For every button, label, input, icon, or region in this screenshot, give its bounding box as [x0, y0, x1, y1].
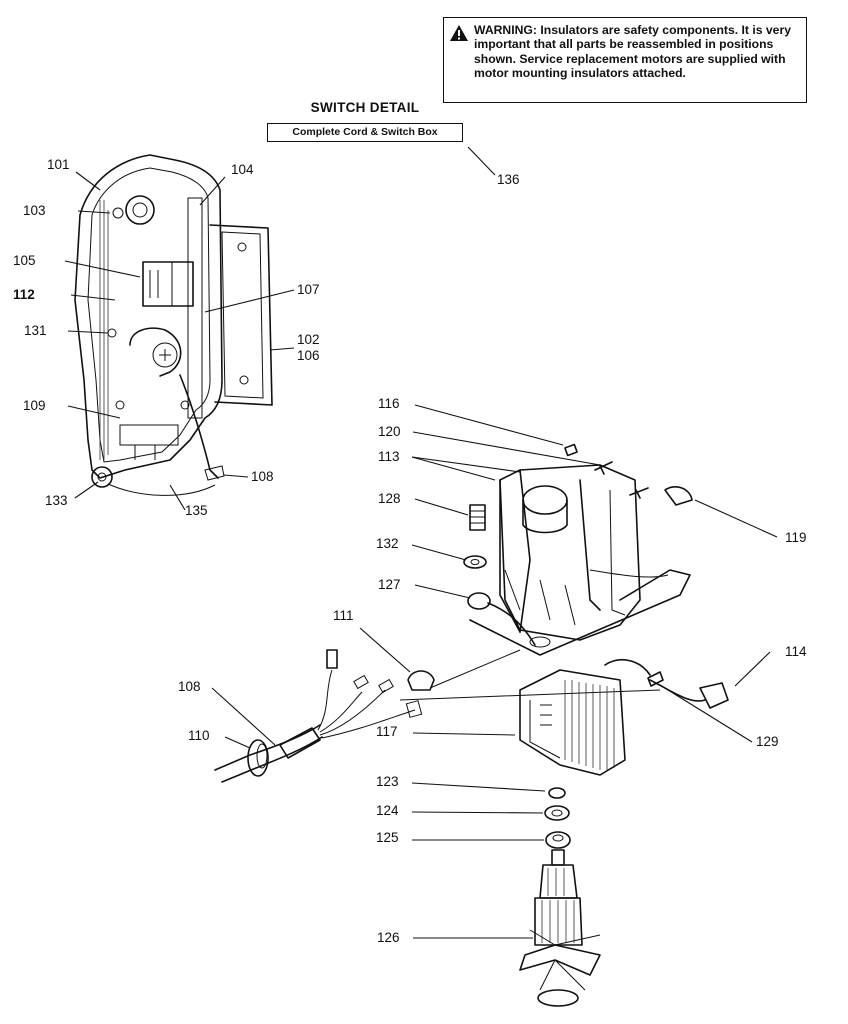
callout-124: 124	[376, 803, 399, 818]
callout-123: 123	[376, 774, 399, 789]
callout-120: 120	[378, 424, 401, 439]
warning-triangle-icon	[450, 25, 468, 41]
callout-109: 109	[23, 398, 46, 413]
callout-106: 106	[297, 348, 320, 363]
callout-113: 113	[378, 449, 400, 464]
callout-131: 131	[24, 323, 47, 338]
callout-133: 133	[45, 493, 68, 508]
callout-132: 132	[376, 536, 399, 551]
power-cord	[214, 649, 661, 783]
callout-119: 119	[785, 530, 807, 545]
callout-111: 111	[333, 608, 354, 623]
callout-105: 105	[13, 253, 36, 268]
cord-switch-box-label: Complete Cord & Switch Box	[267, 123, 463, 142]
warning-notice: WARNING: Insulators are safety component…	[443, 17, 807, 103]
armature	[519, 849, 601, 1007]
callout-103: 103	[23, 203, 46, 218]
bearing-washers	[544, 787, 571, 849]
callout-114: 114	[785, 644, 807, 659]
callout-104: 104	[231, 162, 254, 177]
callout-129: 129	[756, 734, 779, 749]
callout-112: 112	[13, 287, 35, 302]
callout-116: 116	[378, 396, 400, 411]
callout-125: 125	[376, 830, 399, 845]
warning-title: WARNING:	[474, 23, 537, 37]
callout-108-cord: 108	[178, 679, 201, 694]
callout-108-switch: 108	[251, 469, 274, 484]
callout-135: 135	[185, 503, 208, 518]
callout-128: 128	[378, 491, 401, 506]
callout-110: 110	[188, 728, 210, 743]
callout-107: 107	[297, 282, 320, 297]
field-coil	[519, 659, 729, 776]
switch-detail-title: SWITCH DETAIL	[310, 100, 420, 115]
callout-117: 117	[376, 724, 398, 739]
callout-136: 136	[497, 172, 520, 187]
warning-text: Insulators are safety components. It is …	[474, 23, 791, 81]
callout-126: 126	[377, 930, 400, 945]
leader-lines	[64, 146, 778, 939]
switch-box-housing	[74, 154, 273, 496]
callout-101: 101	[47, 157, 70, 172]
motor-field-housing	[469, 464, 691, 656]
callout-127: 127	[378, 577, 401, 592]
hardware-parts	[463, 443, 693, 646]
callout-102: 102	[297, 332, 320, 347]
